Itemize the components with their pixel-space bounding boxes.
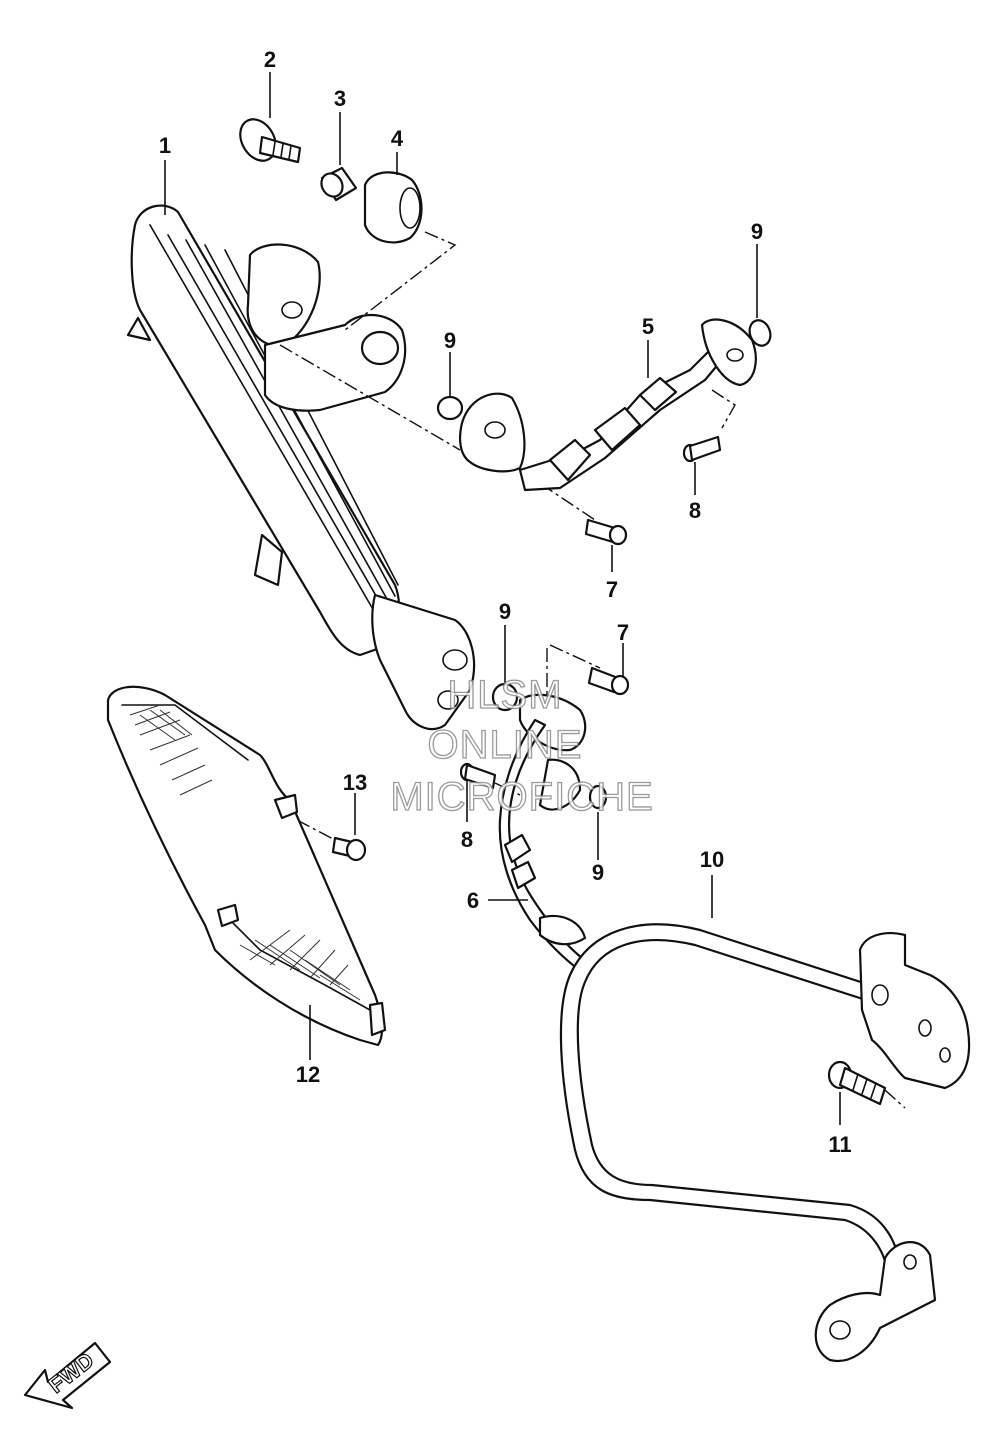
watermark-line-3: MICROFICHE (390, 775, 653, 819)
assembly-line (344, 231, 457, 331)
callout-3: 3 (334, 86, 346, 111)
callout-8a: 8 (689, 498, 701, 523)
watermark: HLSM ONLINE MICROFICHE (390, 672, 654, 819)
callout-13: 13 (343, 770, 367, 795)
assembly-line (884, 1089, 906, 1109)
callout-8b: 8 (461, 827, 473, 852)
assembly-line (549, 644, 601, 669)
bolt-part-8-a[interactable]: 8 (682, 435, 722, 523)
assembly-line (711, 389, 736, 429)
bolt-part-13[interactable]: 13 (331, 770, 367, 862)
watermark-line-2: ONLINE (428, 723, 583, 767)
callout-9c: 9 (499, 599, 511, 624)
bolt-with-washer-part-2[interactable]: 2 (233, 47, 302, 167)
callout-6: 6 (467, 888, 479, 913)
callout-10: 10 (700, 847, 724, 872)
callout-11: 11 (828, 1132, 851, 1157)
o-ring-part-9-d[interactable]: 9 (588, 784, 608, 885)
callout-9b: 9 (444, 328, 456, 353)
o-ring-part-9-a[interactable]: 9 (746, 219, 774, 349)
callout-4: 4 (391, 126, 404, 151)
callout-7a: 7 (606, 577, 618, 602)
assembly-line (519, 469, 596, 521)
grommet-part-4[interactable]: 4 (363, 126, 423, 244)
assembly-line (296, 819, 336, 841)
callout-5: 5 (642, 314, 654, 339)
oil-cooler-part-1[interactable]: 1 (126, 133, 476, 731)
guard-mesh (129, 704, 361, 1001)
callout-9d: 9 (592, 860, 604, 885)
o-ring-part-9-c[interactable]: 9 (491, 599, 519, 712)
watermark-line-1: HLSM (447, 673, 562, 717)
guard-pipe-part-10[interactable]: 10 (559, 847, 971, 1363)
callout-1: 1 (159, 133, 171, 158)
callout-7b: 7 (617, 620, 629, 645)
bolt-part-7-b[interactable]: 7 (587, 620, 629, 696)
flange-bolt-part-11[interactable]: 11 (827, 1060, 887, 1157)
callout-2: 2 (264, 47, 276, 72)
cooler-guard-part-12[interactable]: 12 (106, 685, 387, 1087)
oil-hose-lower-part-6[interactable]: 6 (467, 693, 592, 974)
oil-hose-upper-part-5[interactable]: 5 (459, 314, 757, 492)
callout-12: 12 (296, 1062, 320, 1087)
bolt-part-7-a[interactable]: 7 (584, 518, 628, 602)
o-ring-part-9-b[interactable]: 9 (436, 328, 464, 421)
assembly-line (279, 344, 461, 451)
collar-part-3[interactable]: 3 (317, 86, 358, 202)
bolt-part-8-b[interactable]: 8 (459, 762, 497, 852)
callout-9a: 9 (751, 219, 763, 244)
fwd-arrow-icon: FWD (23, 1341, 112, 1410)
